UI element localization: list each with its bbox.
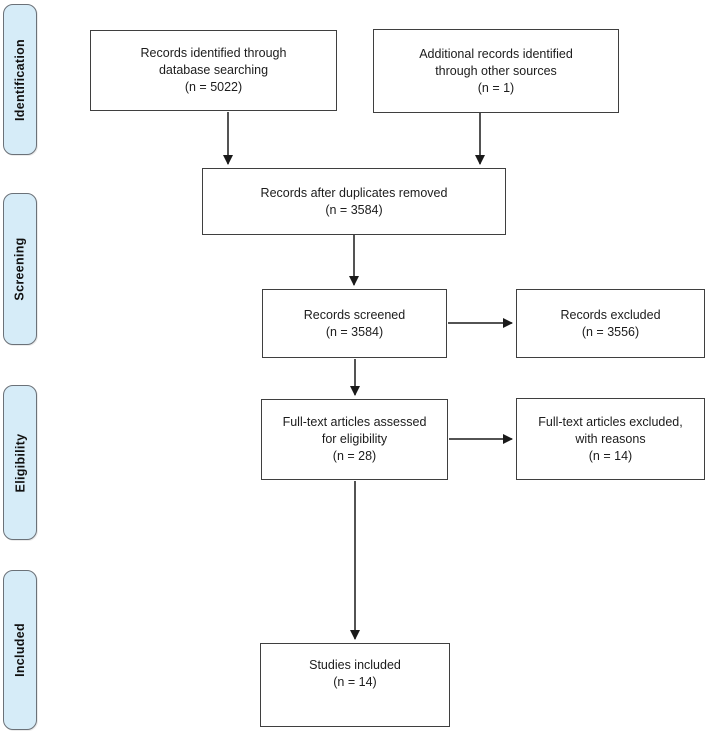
box-fulltext-excluded: Full-text articles excluded, with reason… bbox=[516, 398, 705, 480]
box-additional-records: Additional records identified through ot… bbox=[373, 29, 619, 113]
box-fulltext-assessed: Full-text articles assessed for eligibil… bbox=[261, 399, 448, 480]
stage-screening: Screening bbox=[3, 193, 37, 345]
stage-identification: Identification bbox=[3, 4, 37, 155]
box-records-identified: Records identified through database sear… bbox=[90, 30, 337, 111]
box-studies-included: Studies included (n = 14) bbox=[260, 643, 450, 727]
box-duplicates-removed: Records after duplicates removed (n = 35… bbox=[202, 168, 506, 235]
stage-eligibility-label: Eligibility bbox=[13, 433, 27, 492]
stage-identification-label: Identification bbox=[13, 38, 28, 121]
box-records-screened: Records screened (n = 3584) bbox=[262, 289, 447, 358]
stage-included: Included bbox=[3, 570, 37, 730]
box-records-excluded: Records excluded (n = 3556) bbox=[516, 289, 705, 358]
stage-screening-label: Screening bbox=[13, 237, 28, 301]
stage-eligibility: Eligibility bbox=[3, 385, 37, 540]
stage-included-label: Included bbox=[13, 623, 28, 677]
